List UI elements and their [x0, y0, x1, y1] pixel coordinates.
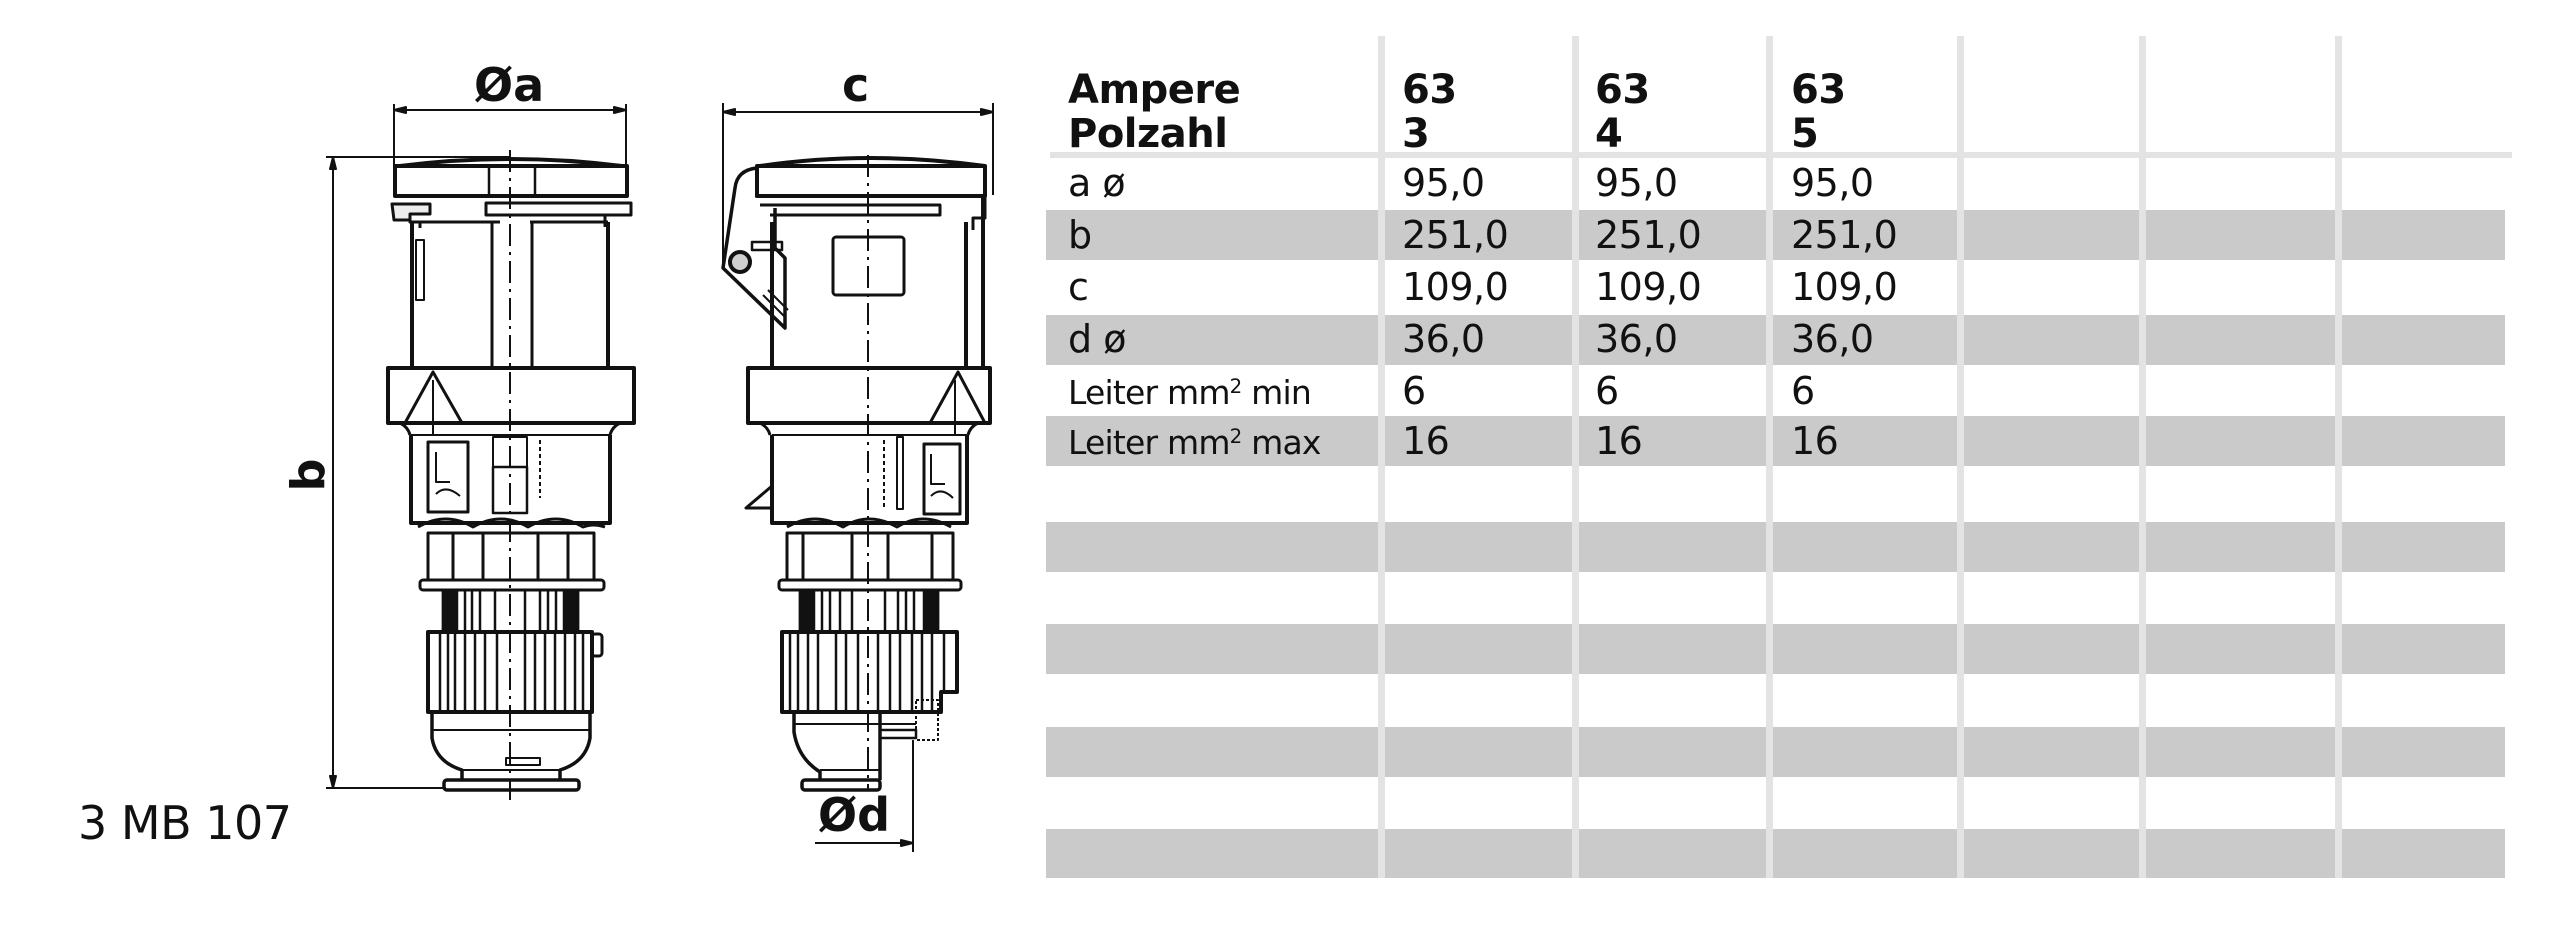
value-d-col2: 36,0	[1595, 317, 1678, 361]
row-band	[1046, 727, 2505, 777]
dimension-d	[815, 740, 914, 852]
model-number-label: 3 MB 107	[78, 796, 292, 850]
leiter-min-text: Leiter mm	[1068, 373, 1230, 412]
value-a-col2: 95,0	[1595, 161, 1678, 205]
side-grip	[780, 630, 959, 741]
dimension-b	[326, 156, 510, 789]
value-d-col3: 36,0	[1791, 317, 1874, 361]
row-band	[1046, 829, 2505, 878]
value-d-col1: 36,0	[1402, 317, 1485, 361]
leiter-min-superscript: 2	[1229, 375, 1243, 399]
column-divider	[1766, 36, 1773, 878]
header-polzahl-col1: 3	[1402, 111, 1430, 157]
dimension-a	[393, 104, 627, 170]
dimension-label-d: Ød	[818, 788, 891, 842]
dimension-label-c: c	[842, 58, 870, 112]
value-leiter-min-col2: 6	[1595, 369, 1619, 413]
front-grip	[426, 630, 604, 714]
column-divider	[1572, 36, 1579, 878]
header-label-ampere: Ampere	[1068, 67, 1241, 113]
leiter-max-text: Leiter mm	[1068, 423, 1230, 462]
header-divider	[1050, 152, 2512, 158]
column-divider	[1378, 36, 1385, 878]
side-view-connector	[721, 103, 994, 852]
value-b-col3: 251,0	[1791, 213, 1898, 257]
header-ampere-col3: 63	[1791, 67, 1846, 113]
leiter-min-suffix: min	[1241, 373, 1312, 412]
specification-table: Ampere Polzahl 63 3 63 4 63 5 a ø 95,0 9…	[1046, 36, 2516, 886]
dimension-c	[722, 103, 994, 265]
header-ampere-col2: 63	[1595, 67, 1650, 113]
row-band	[1046, 315, 2505, 365]
header-ampere-col1: 63	[1402, 67, 1457, 113]
column-divider	[2335, 36, 2342, 878]
value-b-col2: 251,0	[1595, 213, 1702, 257]
row-band	[1046, 624, 2505, 674]
row-band	[1046, 210, 2505, 260]
leiter-max-suffix: max	[1241, 423, 1321, 462]
technical-drawing: Øa b c Ød 3 MB 107	[0, 0, 1040, 940]
header-label-polzahl: Polzahl	[1068, 111, 1228, 157]
header-polzahl-col2: 4	[1595, 111, 1623, 157]
value-leiter-max-col3: 16	[1791, 419, 1839, 463]
row-label-leiter-min: Leiter mm2 min	[1068, 373, 1312, 412]
value-a-col1: 95,0	[1402, 161, 1485, 205]
row-label-b: b	[1068, 213, 1092, 257]
value-leiter-max-col2: 16	[1595, 419, 1643, 463]
front-view-connector	[326, 104, 636, 800]
row-label-leiter-max: Leiter mm2 max	[1068, 426, 1321, 459]
value-c-col2: 109,0	[1595, 265, 1702, 309]
column-divider	[1957, 36, 1964, 878]
row-label-a: a ø	[1068, 161, 1126, 205]
value-b-col1: 251,0	[1402, 213, 1509, 257]
value-a-col3: 95,0	[1791, 161, 1874, 205]
value-leiter-max-col1: 16	[1402, 419, 1450, 463]
row-band	[1046, 416, 2505, 466]
value-c-col1: 109,0	[1402, 265, 1509, 309]
header-polzahl-col3: 5	[1791, 111, 1819, 157]
connector-drawing-svg	[326, 103, 994, 852]
row-label-c: c	[1068, 265, 1089, 309]
dimension-label-b: b	[281, 458, 336, 492]
front-rib-section	[441, 588, 580, 634]
row-label-d: d ø	[1068, 317, 1126, 361]
value-leiter-min-col3: 6	[1791, 369, 1815, 413]
value-c-col3: 109,0	[1791, 265, 1898, 309]
value-leiter-min-col1: 6	[1402, 369, 1426, 413]
row-band	[1046, 522, 2505, 572]
leiter-max-superscript: 2	[1229, 425, 1243, 449]
dimension-label-a: Øa	[474, 58, 545, 112]
column-divider	[2139, 36, 2146, 878]
